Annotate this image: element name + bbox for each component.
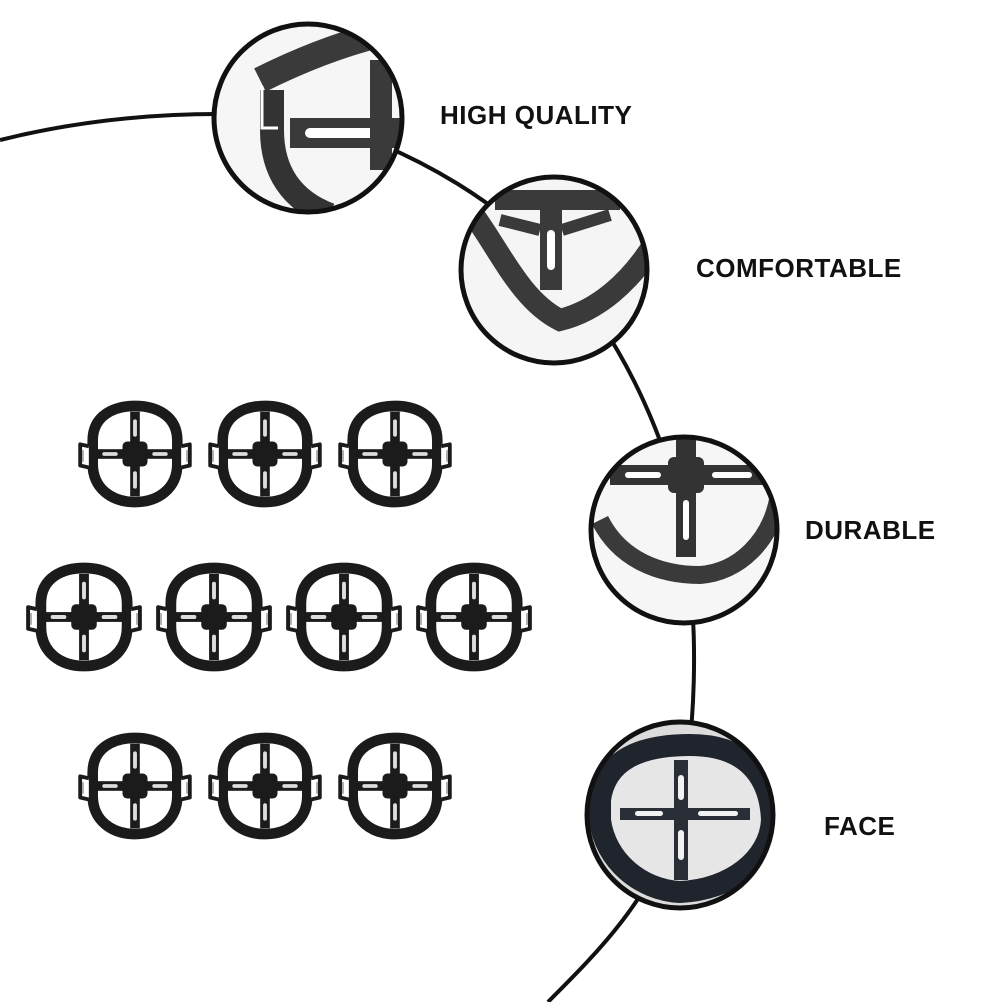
bracket-item-2 [210, 406, 320, 502]
bracket-item-7 [418, 568, 530, 666]
feature-label-durable: DURABLE [805, 515, 936, 545]
bracket-item-10 [340, 738, 450, 834]
feature-label-face: FACE [824, 811, 896, 841]
detail-bubble-comfortable [458, 174, 650, 366]
detail-bubble-high-quality [211, 21, 405, 215]
bracket-item-3 [340, 406, 450, 502]
bracket-item-9 [210, 738, 320, 834]
feature-label-comfortable: COMFORTABLE [696, 253, 902, 283]
bracket-item-1 [80, 406, 190, 502]
bracket-item-5 [158, 568, 270, 666]
detail-bubble-face [584, 719, 776, 911]
bracket-item-6 [288, 568, 400, 666]
detail-bubble-durable [588, 434, 780, 626]
bracket-item-4 [28, 568, 140, 666]
product-grid [28, 406, 530, 834]
bracket-item-8 [80, 738, 190, 834]
feature-label-high-quality: HIGH QUALITY [440, 100, 633, 130]
